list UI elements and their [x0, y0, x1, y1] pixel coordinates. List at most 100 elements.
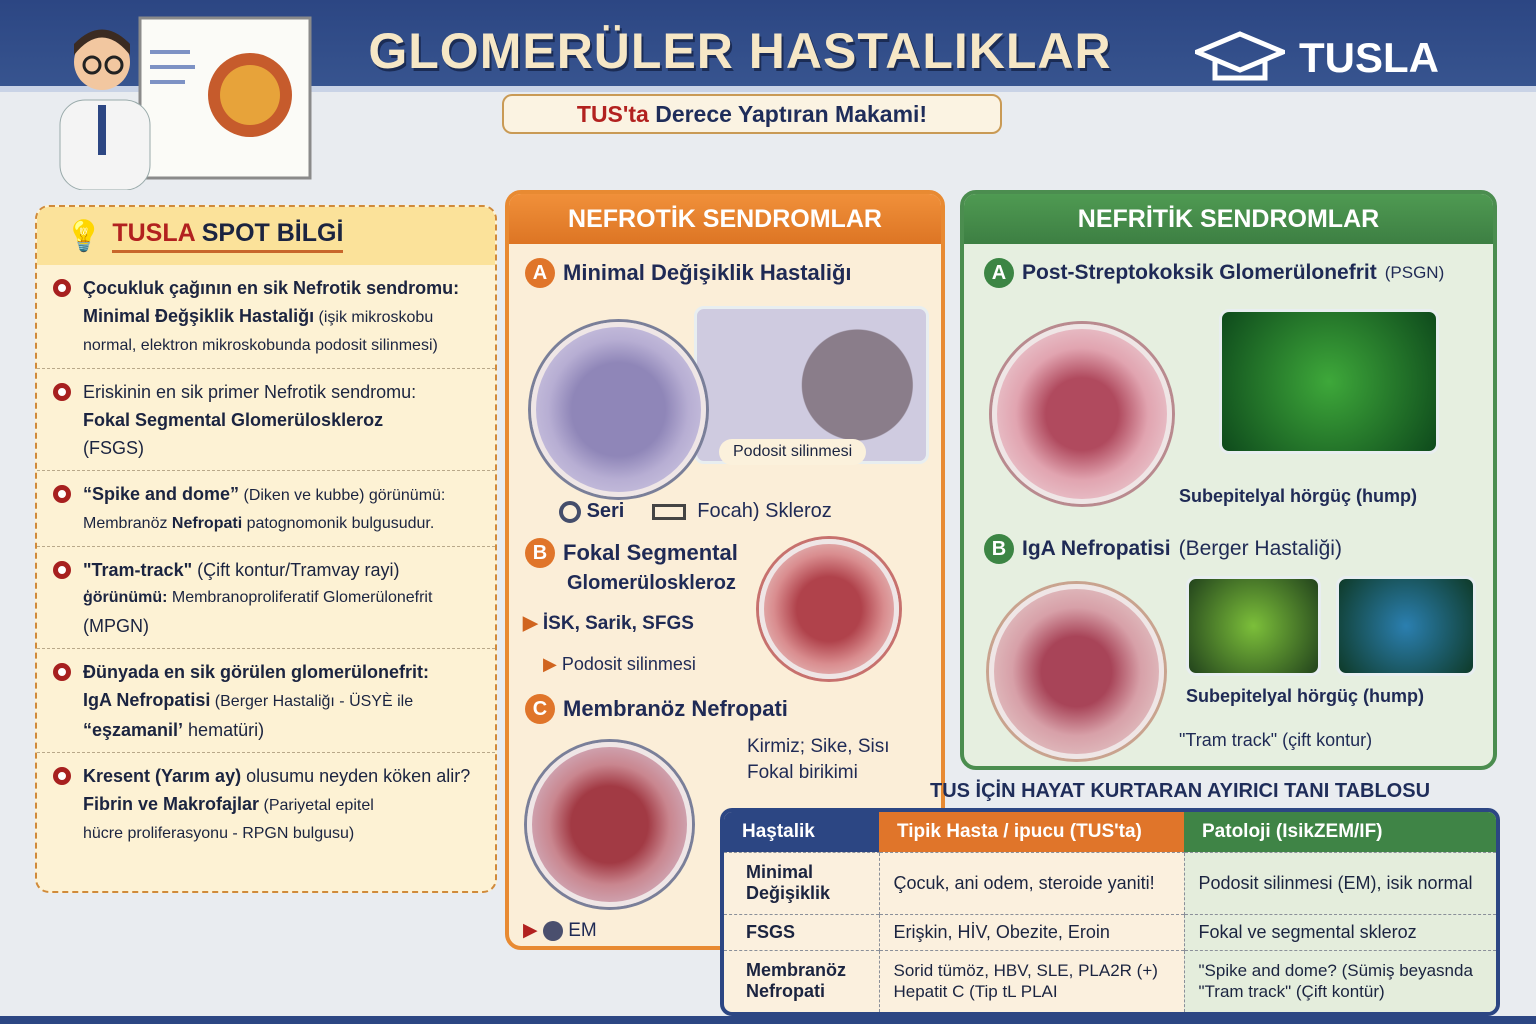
item-line: normal, elektron mikroskobunda podosit s… [83, 337, 438, 354]
cell: "Spike and dome? (Sümiş beyasnda "Tram t… [1183, 949, 1496, 1012]
item-bold: "Tram-track" [83, 560, 193, 580]
cell: Fokal ve segmental skleroz [1183, 913, 1496, 951]
item-bold: “eşzamanil’ [83, 720, 184, 740]
nefrotik-title: NEFROTİK SENDROMLAR [509, 194, 941, 244]
iga-glomerulus-image [989, 584, 1164, 759]
em-text: EM [568, 920, 597, 941]
spot-header: 💡 TUSLA SPOT BİLGİ [37, 207, 495, 265]
item-line: (Çift kontur/Tramvay rayi) [192, 560, 400, 580]
list-item: Eriskinin en sik primer Nefrotik sendrom… [37, 369, 495, 471]
fsgs-glomerulus-image [759, 539, 899, 679]
section-subtitle: (Berger Hastaliği) [1178, 537, 1342, 560]
letter-badge: A [525, 258, 555, 288]
section-b-heading: B Fokal Segmental [525, 538, 738, 568]
note-line: Fokal birikimi [747, 762, 858, 783]
subtitle-banner: TUS'ta Derece Yaptıran Makami! [502, 94, 1002, 134]
list-item: "Tram-track" (Çift kontur/Tramvay rayi) … [37, 547, 495, 649]
bullet-icon [53, 383, 71, 401]
item-line: Çocukluk çağının en sik Nefrotik sendrom… [83, 278, 460, 298]
item-line: (FSGS) [83, 438, 144, 458]
item-line: olusumu neyden köken alir? [241, 766, 471, 786]
differential-table: Haştalik Tipik Hasta / ipucu (TUS'ta) Pa… [720, 808, 1500, 1016]
item-bold: “Spike and dome” [83, 484, 240, 504]
section-title: IgA Nefropatisi [1022, 537, 1171, 560]
nefritik-title: NEFRİTİK SENDROMLAR [964, 194, 1493, 244]
item-bold: Fokal Segmental Glomerüloskleroz [83, 410, 384, 430]
item-line: hücre proliferasyonu - RPGN bulgusu) [83, 825, 355, 842]
section-title: Post-Streptokoksik Glomerülonefrit [1022, 261, 1377, 284]
item-bold: ģörünümü: [83, 589, 168, 606]
letter-badge: B [525, 538, 555, 568]
list-item: Đünyada en sik görülen glomerülonefrit: … [37, 649, 495, 753]
section-a-heading: A Post-Streptokoksik Glomerülonefrit (PSGN… [984, 258, 1444, 288]
legend-label: Seri [586, 500, 625, 522]
section-abbr: (PSGN) [1384, 263, 1445, 282]
tusla-logo: TUSLA [1195, 30, 1439, 86]
item-line: (Diken ve kubbe) görünümü: [239, 487, 446, 504]
logo-text: TUSLA [1299, 34, 1439, 81]
cell: Sorid tümöz, HBV, SLE, PLA2R (+) Hepatit… [878, 949, 1184, 1012]
item-line: patognomonik bulgusudur. [242, 515, 435, 532]
table-header-row: Haştalik Tipik Hasta / ipucu (TUS'ta) Pa… [724, 812, 1496, 852]
item-line: (MPGN) [83, 616, 149, 636]
item-bold: Minimal Đeğşiklik Hastaliğı [83, 306, 315, 326]
circle-icon [559, 500, 581, 523]
spot-info-box: 💡 TUSLA SPOT BİLGİ Çocukluk çağının en s… [35, 205, 497, 893]
item-line: hematüri) [183, 720, 265, 740]
table-title: TUS İÇİN HAYAT KURTARAN AYIRICI TANI TAB… [930, 780, 1431, 802]
list-item: Çocukluk çağının en sik Nefrotik sendrom… [37, 265, 495, 369]
note-line: Kirmiz; Sike, Sisı [747, 736, 890, 757]
callout-label: Podosit silinmesi [719, 439, 867, 465]
image-label: Subepitelyal hörgüç (hump) [1186, 686, 1425, 706]
if-image-1 [1186, 576, 1321, 676]
spot-title-rest: SPOT BİLGİ [201, 219, 344, 247]
subtitle-text: Derece Yaptıran Makami! [648, 101, 928, 127]
immunofluorescence-image [1219, 309, 1439, 454]
image-label: Subepitelyal hörgüç (hump) [1179, 486, 1418, 506]
cell: Çocuk, ani odem, steroide yaniti! [878, 851, 1184, 915]
image-label: "Tram track" (çift kontur) [1179, 730, 1373, 750]
em-label: ▶ EM [523, 919, 597, 942]
triangle-icon: ▶ [543, 654, 557, 674]
item-line: (Pariyetal epitel [259, 797, 374, 814]
lightbulb-icon: 💡 [65, 219, 103, 253]
nefritik-panel: NEFRİTİK SENDROMLAR A Post-Streptokoksik … [960, 190, 1497, 770]
triangle-icon: ▶ [523, 920, 538, 941]
column-header: Patoloji (IsikZEM/IF) [1184, 812, 1496, 852]
doctor-illustration [50, 10, 320, 191]
if-image-2 [1336, 576, 1476, 676]
spot-title: TUSLA SPOT BİLGİ [112, 219, 344, 253]
bullet-icon [53, 279, 71, 297]
microscope-icon [542, 920, 563, 941]
bullet-icon [53, 663, 71, 681]
bullet-icon [53, 561, 71, 579]
item-bold: Đünyada en sik görülen glomerülonefrit: [83, 662, 430, 682]
graduation-cap-icon [1195, 31, 1285, 81]
list-item: “Spike and dome” (Diken ve kubbe) görünü… [37, 471, 495, 547]
letter-badge: A [984, 258, 1014, 288]
membranous-glomerulus-image [527, 742, 692, 907]
item-bold: Fibrin ve Makrofajlar [83, 794, 260, 814]
psgn-glomerulus-image [992, 324, 1172, 504]
bullet-icon [53, 485, 71, 503]
cell: Minimal Değişiklik [724, 851, 879, 915]
bullet-text: İSK, Sarik, SFGS [542, 613, 694, 634]
item-bold: IgA Nefropatisi [83, 690, 211, 710]
bullet-text: Podosit silinmesi [561, 654, 696, 674]
list-item: Kresent (Yarım ay) olusumu neyden köken … [37, 753, 495, 856]
legend-row: Seri Focah) Skleroz [559, 500, 832, 523]
bullet-line: ▶ İSK, Sarik, SFGS [523, 612, 694, 635]
triangle-icon: ▶ [523, 613, 538, 634]
spot-title-red: TUSLA [112, 219, 195, 247]
item-bold: Kresent (Yarım ay) [83, 766, 242, 786]
item-line: (işik mikroskobu [314, 309, 434, 326]
section-title: Fokal Segmental [563, 540, 738, 565]
column-header: Tipik Hasta / ipucu (TUS'ta) [879, 812, 1184, 852]
